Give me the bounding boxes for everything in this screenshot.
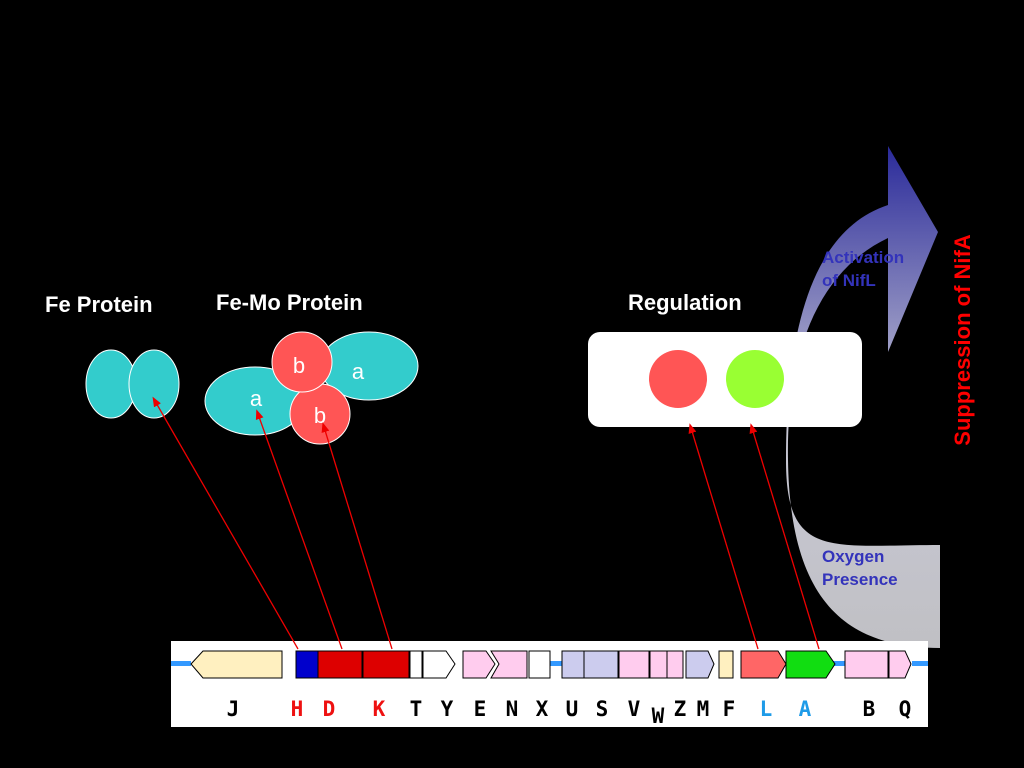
activation-label-line1: Activation <box>822 248 904 267</box>
gene-arrow-V <box>618 650 650 679</box>
gene-letter-X: X <box>536 697 549 721</box>
gene-arrows <box>190 650 912 679</box>
gene-letter-U: U <box>566 697 579 721</box>
curved-arrow <box>786 146 940 648</box>
gene-letter-V: V <box>628 697 641 721</box>
gene-letter-Q: Q <box>899 697 912 721</box>
alpha-label-right: a <box>352 359 365 384</box>
gene-letters: J H D K T Y E N X U S V W Z M F L A B Q <box>227 697 912 728</box>
fe-protein-title: Fe Protein <box>45 292 153 317</box>
femo-beta-subunit-top <box>271 331 333 393</box>
link-arrows <box>152 396 820 650</box>
gene-arrow-B <box>844 650 889 679</box>
gene-arrow-F <box>718 650 734 679</box>
gene-arrow-N <box>490 650 528 679</box>
gene-letter-Z: Z <box>674 697 687 721</box>
gene-arrow-M <box>685 650 715 679</box>
gene-arrow-D <box>317 650 363 679</box>
gene-arrow-Z <box>666 650 684 679</box>
gene-letter-Y: Y <box>441 697 454 721</box>
gene-letter-B: B <box>863 697 876 721</box>
suppression-label: Suppression of NifA <box>950 234 975 446</box>
oxygen-label-line2: Presence <box>822 570 898 589</box>
link-arrow-D-alpha <box>255 409 343 650</box>
gene-arrow-S <box>583 650 619 679</box>
gene-letter-S: S <box>596 697 609 721</box>
fe-protein-right-subunit <box>128 349 180 419</box>
gene-letter-D: D <box>323 697 336 721</box>
regulation-green-circle <box>726 350 784 408</box>
gene-letter-H: H <box>291 697 304 721</box>
gene-letter-W: W <box>652 704 665 728</box>
gene-arrow-K <box>362 650 410 679</box>
gene-letter-T: T <box>410 697 423 721</box>
gene-arrow-U <box>561 650 585 679</box>
gene-arrow-J <box>190 650 283 679</box>
activation-label-line2: of NifL <box>822 271 876 290</box>
regulation-box <box>588 332 862 427</box>
gene-letter-J: J <box>227 697 240 721</box>
gene-arrow-Y <box>422 650 456 679</box>
gene-arrow-A <box>785 650 836 679</box>
gene-letter-F: F <box>723 697 736 721</box>
link-arrow-A-green <box>749 423 820 650</box>
gene-arrow-H-start <box>295 650 319 679</box>
gene-arrow-E <box>462 650 496 679</box>
gene-line-left <box>171 661 191 666</box>
gene-arrow-X <box>528 650 551 679</box>
regulation-title: Regulation <box>628 290 742 315</box>
gene-arrow-Q <box>888 650 912 679</box>
gene-letter-K: K <box>373 697 386 721</box>
regulation-red-circle <box>649 350 707 408</box>
gene-line-segment-2 <box>831 661 845 666</box>
gene-letter-A: A <box>799 697 812 721</box>
gene-line-right <box>912 661 928 666</box>
beta-label-bottom: b <box>314 403 326 428</box>
link-arrow-H-fe-protein <box>152 396 299 650</box>
gene-arrow-W <box>649 650 668 679</box>
gene-letter-E: E <box>474 697 487 721</box>
link-arrow-L-red <box>688 423 759 650</box>
link-arrow-K-beta <box>321 422 393 650</box>
beta-label-top: b <box>293 353 305 378</box>
alpha-label-left: a <box>250 386 263 411</box>
femo-protein-title: Fe-Mo Protein <box>216 290 363 315</box>
gene-line-segment <box>548 661 562 666</box>
gene-letter-L: L <box>760 697 773 721</box>
gene-arrow-T <box>409 650 423 679</box>
gene-letter-N: N <box>506 697 519 721</box>
gene-letter-M: M <box>697 697 710 721</box>
oxygen-label-line1: Oxygen <box>822 547 884 566</box>
gene-arrow-L <box>740 650 787 679</box>
